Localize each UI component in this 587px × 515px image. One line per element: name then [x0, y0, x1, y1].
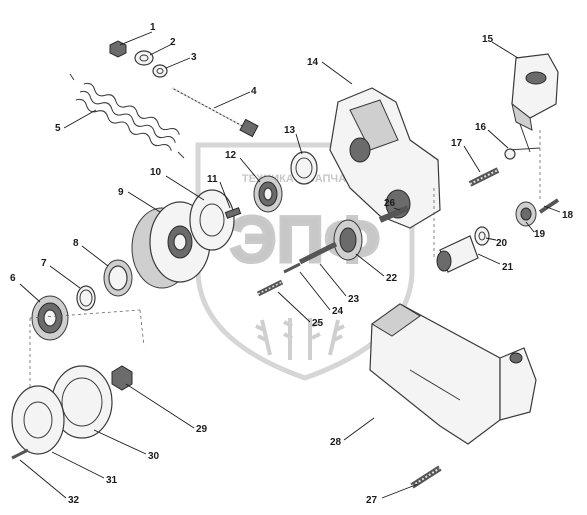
- callout-25: 25: [312, 318, 324, 329]
- part-bolt-32: [11, 448, 29, 460]
- callout-12: 12: [225, 150, 237, 161]
- part-flange-10: [189, 189, 235, 251]
- assembly-centerlines: [29, 130, 541, 388]
- part-bearing-6: [31, 295, 69, 341]
- part-shaft-26: [378, 205, 410, 223]
- part-plate-28: [369, 303, 537, 445]
- part-washer-20: [474, 226, 490, 246]
- callout-19: 19: [534, 229, 546, 240]
- part-washer-3: [152, 64, 168, 78]
- part-nut-29: [111, 365, 133, 391]
- callout-28: 28: [330, 437, 342, 448]
- part-bearing-19: [515, 201, 537, 227]
- watermark-wheat-icon: [255, 318, 345, 360]
- callout-11: 11: [207, 174, 218, 185]
- callout-1: 1: [150, 22, 156, 33]
- callout-17: 17: [451, 138, 463, 149]
- callout-27: 27: [366, 495, 378, 506]
- callout-21: 21: [502, 262, 514, 273]
- callout-5: 5: [55, 123, 61, 134]
- callout-26: 26: [384, 198, 396, 209]
- callout-22: 22: [386, 273, 398, 284]
- callout-20: 20: [496, 238, 508, 249]
- leader-lines: [19, 31, 561, 499]
- part-spring-5: [69, 73, 185, 159]
- part-bracket-15: [511, 53, 559, 153]
- callout-6: 6: [10, 273, 16, 284]
- part-housing-14: [329, 87, 441, 229]
- callout-4: 4: [251, 86, 257, 97]
- callout-7: 7: [41, 258, 47, 269]
- part-cover-31: [11, 385, 65, 455]
- part-bearing-12: [253, 175, 283, 213]
- callout-32: 32: [68, 495, 80, 506]
- callout-29: 29: [196, 424, 208, 435]
- callout-14: 14: [307, 57, 319, 68]
- callout-16: 16: [475, 122, 487, 133]
- callout-15: 15: [482, 34, 494, 45]
- part-screw-18: [538, 198, 560, 214]
- part-ring-8: [103, 259, 133, 297]
- part-ring-13: [290, 151, 318, 185]
- callout-numbers: 1 2 3 4 5 6 7 8 9 10 11 12 13 14 15 16 1…: [10, 22, 574, 506]
- part-pin-16: [504, 147, 541, 160]
- part-bolt-27: [410, 465, 442, 489]
- part-pin-24: [283, 262, 301, 274]
- part-bearing-22: [333, 219, 363, 261]
- callout-8: 8: [73, 238, 79, 249]
- watermark-shield: [195, 142, 415, 381]
- callout-3: 3: [191, 52, 197, 63]
- callout-10: 10: [150, 167, 162, 178]
- part-bolt-25: [256, 279, 284, 297]
- callout-30: 30: [148, 451, 160, 462]
- callout-18: 18: [562, 210, 574, 221]
- callout-24: 24: [332, 306, 344, 317]
- part-bolt-4: [171, 87, 259, 138]
- part-snap-ring-7: [76, 285, 96, 311]
- callout-23: 23: [348, 294, 360, 305]
- callout-31: 31: [106, 475, 118, 486]
- callout-9: 9: [118, 187, 124, 198]
- part-nut-1: [109, 40, 127, 58]
- part-lock-washer-2: [134, 50, 154, 66]
- callout-13: 13: [284, 125, 296, 136]
- part-bolt-17: [468, 167, 500, 187]
- part-roller-21: [436, 235, 479, 273]
- part-shaft-23: [298, 241, 338, 265]
- callout-2: 2: [170, 37, 176, 48]
- part-key-11: [224, 207, 242, 219]
